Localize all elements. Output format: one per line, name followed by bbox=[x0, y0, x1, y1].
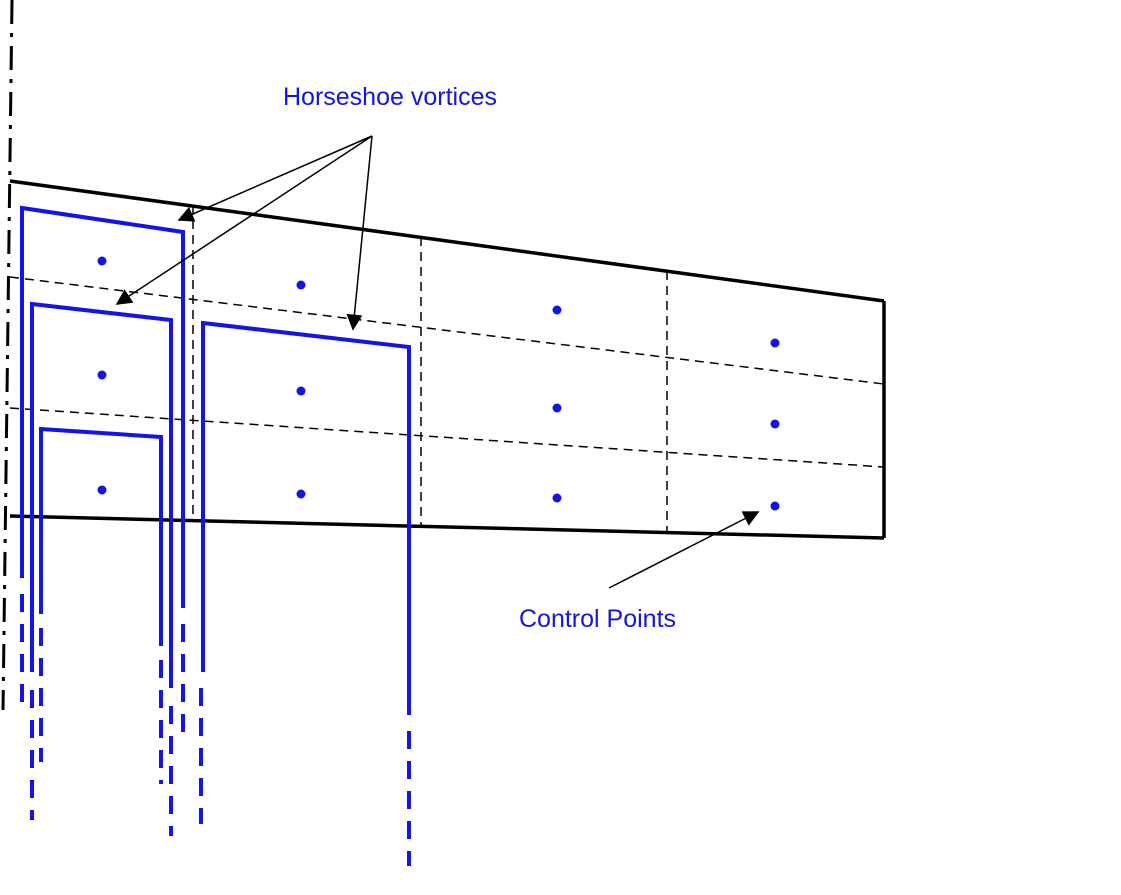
horseshoe-vortices-label: Horseshoe vortices bbox=[283, 83, 497, 111]
annotation-arrows bbox=[115, 135, 760, 589]
horseshoe-arrow-3 bbox=[346, 135, 373, 331]
control-point bbox=[770, 338, 780, 348]
wing-outline bbox=[9, 179, 886, 540]
panel-grid bbox=[9, 205, 885, 532]
control-point bbox=[97, 370, 107, 380]
control-point bbox=[552, 493, 562, 503]
control-point bbox=[97, 256, 107, 266]
horseshoe-vortex bbox=[20, 205, 185, 740]
control-points bbox=[97, 256, 780, 511]
control-points-arrow bbox=[608, 511, 760, 589]
horseshoe-arrow-2 bbox=[115, 135, 373, 305]
control-points-label: Control Points bbox=[519, 605, 676, 633]
control-point bbox=[770, 501, 780, 511]
horseshoe-vortex bbox=[39, 426, 163, 784]
wing-leading-edge bbox=[9, 179, 885, 303]
horseshoe-vortices bbox=[20, 205, 411, 866]
chordwise-grid-line-2 bbox=[9, 407, 885, 468]
control-point bbox=[97, 485, 107, 495]
horseshoe-vortex bbox=[30, 301, 173, 836]
symmetry-plane-line bbox=[1, 0, 14, 711]
horseshoe-arrow-1 bbox=[177, 135, 373, 222]
vortex-bound-segment bbox=[39, 426, 163, 646]
control-point bbox=[296, 280, 306, 290]
horseshoe-vortex bbox=[199, 320, 411, 866]
control-point bbox=[770, 419, 780, 429]
control-point bbox=[552, 305, 562, 315]
vortex-bound-segment bbox=[30, 301, 173, 688]
control-point bbox=[552, 403, 562, 413]
control-point bbox=[296, 489, 306, 499]
chordwise-grid-line-1 bbox=[9, 276, 885, 385]
vortex-bound-segment bbox=[20, 205, 185, 608]
control-point bbox=[296, 386, 306, 396]
vortex-bound-segment bbox=[201, 320, 411, 715]
wing-trailing-edge bbox=[9, 514, 885, 540]
